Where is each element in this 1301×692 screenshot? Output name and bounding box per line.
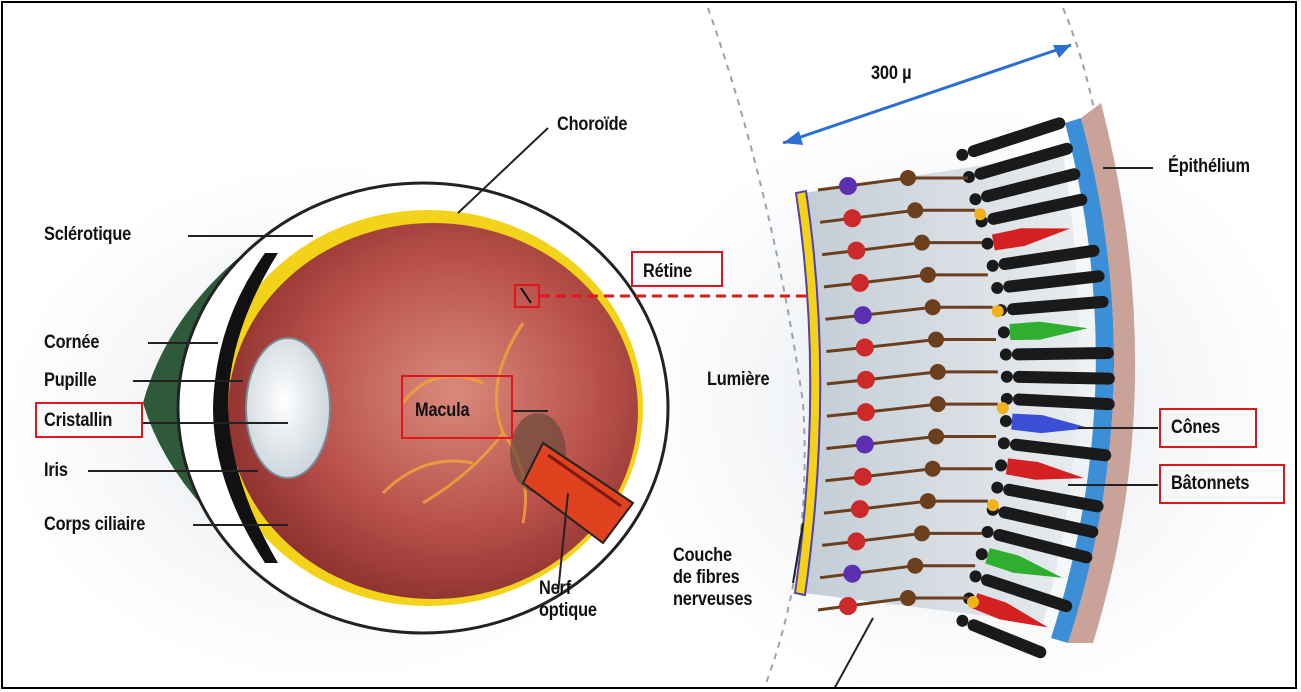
label-sclerotique: Sclérotique <box>44 224 131 246</box>
crystalline-lens <box>246 338 330 478</box>
ganglion-cell <box>851 500 869 518</box>
ganglion-cell <box>843 565 861 583</box>
bipolar-cell <box>907 202 923 218</box>
scale-arrowhead-left <box>783 131 803 145</box>
bipolar-cell <box>928 428 944 444</box>
ganglion-cell <box>857 371 875 389</box>
ganglion-cell <box>847 532 865 550</box>
retina-section <box>795 103 1135 660</box>
bipolar-cell <box>920 493 936 509</box>
rod-cell <box>1000 347 1114 361</box>
label-choroide: Choroïde <box>557 114 627 136</box>
ganglion-cell <box>857 403 875 421</box>
highlight-macula <box>401 375 513 439</box>
bipolar-cell <box>900 590 916 606</box>
highlight-batonnets <box>1159 464 1285 504</box>
label-pupille: Pupille <box>44 370 96 392</box>
label-cornee: Cornée <box>44 332 99 354</box>
bipolar-cell <box>914 525 930 541</box>
bipolar-cell <box>920 267 936 283</box>
ganglion-cell <box>839 177 857 195</box>
rod-cell <box>1001 371 1115 385</box>
ganglion-cell <box>843 209 861 227</box>
highlight-retine <box>631 251 723 287</box>
label-epithelium: Épithélium <box>1168 156 1250 178</box>
ganglion-cell <box>856 339 874 357</box>
horizontal-cell <box>997 402 1009 414</box>
label-lumiere: Lumière <box>707 369 769 391</box>
horizontal-cell <box>992 305 1004 317</box>
ganglion-cell <box>847 242 865 260</box>
label-scale: 300 µ <box>871 63 911 85</box>
ganglion-cell <box>854 306 872 324</box>
ganglion-cell <box>856 435 874 453</box>
label-corps-ciliaire: Corps ciliaire <box>44 514 145 536</box>
retina-tissue <box>803 153 1079 623</box>
horizontal-cell <box>987 499 999 511</box>
ganglion-cell <box>854 468 872 486</box>
label-nerf-optique: Nerf optique <box>539 578 597 622</box>
ganglion-cell <box>851 274 869 292</box>
highlight-cones <box>1159 408 1257 448</box>
label-couche-fibres: Couche de fibres nerveuses <box>673 545 752 611</box>
bipolar-cell <box>930 396 946 412</box>
horizontal-cell <box>974 208 986 220</box>
highlight-cristallin <box>35 402 143 438</box>
eye-retina-illustration <box>3 3 1297 689</box>
bipolar-cell <box>925 461 941 477</box>
bipolar-cell <box>914 235 930 251</box>
label-iris: Iris <box>44 460 68 482</box>
horizontal-cell <box>967 596 979 608</box>
bipolar-cell <box>930 364 946 380</box>
bipolar-cell <box>900 170 916 186</box>
bipolar-cell <box>907 558 923 574</box>
bipolar-cell <box>928 332 944 348</box>
ganglion-cell <box>839 597 857 615</box>
bipolar-cell <box>925 299 941 315</box>
